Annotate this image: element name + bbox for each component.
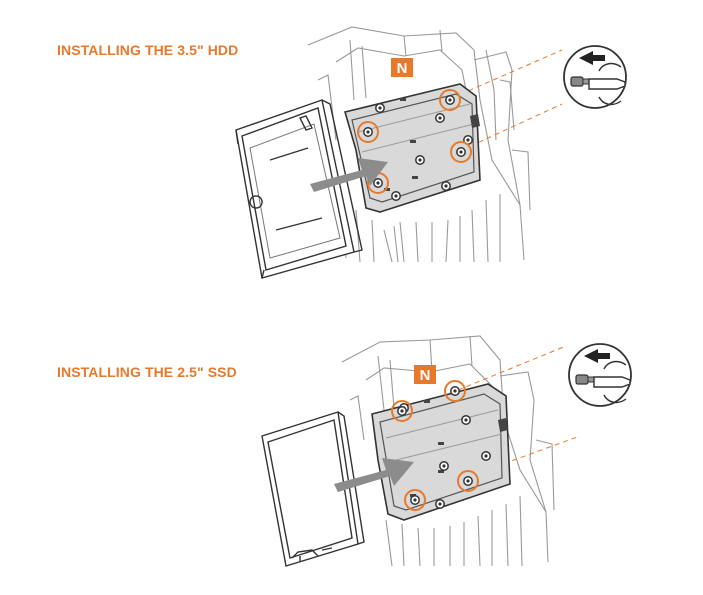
step-title-hdd: INSTALLING THE 3.5" HDD: [57, 42, 239, 58]
brand-badge-icon-2: N: [414, 365, 436, 384]
drive-bracket-2: [371, 383, 511, 521]
badge-letter-2: N: [420, 367, 431, 384]
badge-letter: N: [397, 60, 408, 77]
solid-state-drive: [261, 411, 365, 567]
screw-highlights-2: [391, 380, 479, 511]
insertion-arrow-icon: [310, 158, 388, 192]
screw-removal-icon-2: [568, 343, 632, 407]
diagram-ssd: N: [261, 335, 632, 567]
hard-drive: [235, 99, 363, 279]
step-title-ssd: INSTALLING THE 2.5" SSD: [57, 364, 237, 380]
insertion-arrow-icon-2: [334, 458, 414, 492]
chassis-frame-2: [341, 335, 555, 567]
screw-removal-icon: [563, 45, 627, 109]
diagram-hdd: N: [235, 26, 627, 279]
brand-badge-icon: N: [391, 58, 413, 77]
